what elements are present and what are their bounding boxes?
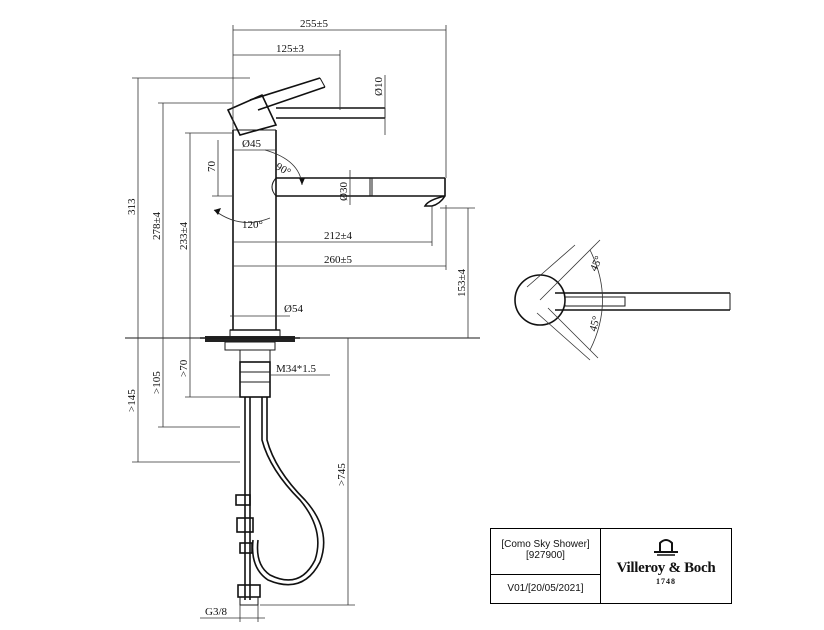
product-name: [Como Sky Shower] bbox=[501, 539, 590, 550]
dim-145: >145 bbox=[126, 389, 138, 412]
dimension-labels: 255±5 125±3 Ø10 313 278±4 233±4 70 Ø45 9… bbox=[126, 18, 605, 618]
lever-handle bbox=[226, 77, 386, 136]
deck-mount bbox=[125, 336, 480, 398]
dim-105: >105 bbox=[151, 371, 163, 394]
brand-name: Villeroy & Boch bbox=[616, 560, 716, 576]
product-code: [927900] bbox=[526, 550, 565, 561]
dim-45: Ø45 bbox=[242, 138, 261, 150]
dim-54: Ø54 bbox=[284, 303, 303, 315]
dim-260: 260±5 bbox=[324, 254, 353, 266]
spout bbox=[271, 177, 446, 207]
angle-45-bottom: 45° bbox=[587, 315, 603, 333]
dim-233: 233±4 bbox=[178, 221, 190, 250]
thread-g38: G3/8 bbox=[205, 606, 228, 618]
dim-313: 313 bbox=[126, 198, 138, 215]
dim-30: Ø30 bbox=[338, 182, 350, 201]
product-cell: [Como Sky Shower] [927900] bbox=[491, 529, 601, 575]
dim-70: 70 bbox=[206, 161, 218, 173]
brand-cell: Villeroy & Boch 1748 bbox=[601, 529, 731, 603]
dimension-lines bbox=[132, 25, 475, 622]
version-cell: V01/[20/05/2021] bbox=[491, 575, 601, 603]
dim-70b: >70 bbox=[178, 359, 190, 377]
version-date: V01/[20/05/2021] bbox=[507, 583, 584, 594]
dim-278: 278±4 bbox=[151, 211, 163, 240]
dim-745: >745 bbox=[336, 463, 348, 486]
faucet-column bbox=[229, 129, 281, 339]
hoses bbox=[235, 397, 325, 606]
dim-255: 255±5 bbox=[300, 18, 329, 30]
thread-m34: M34*1.5 bbox=[276, 363, 317, 375]
dim-10: Ø10 bbox=[373, 77, 385, 96]
top-view bbox=[514, 239, 731, 361]
title-block: [Como Sky Shower] [927900] V01/[20/05/20… bbox=[490, 528, 732, 604]
dim-153: 153±4 bbox=[456, 268, 468, 297]
dim-125: 125±3 bbox=[276, 43, 305, 55]
dim-212: 212±4 bbox=[324, 230, 353, 242]
brand-logo-icon bbox=[654, 539, 678, 556]
angle-120: 120° bbox=[242, 219, 263, 231]
angle-45-top: 45° bbox=[588, 254, 605, 273]
brand-year: 1748 bbox=[656, 577, 676, 586]
